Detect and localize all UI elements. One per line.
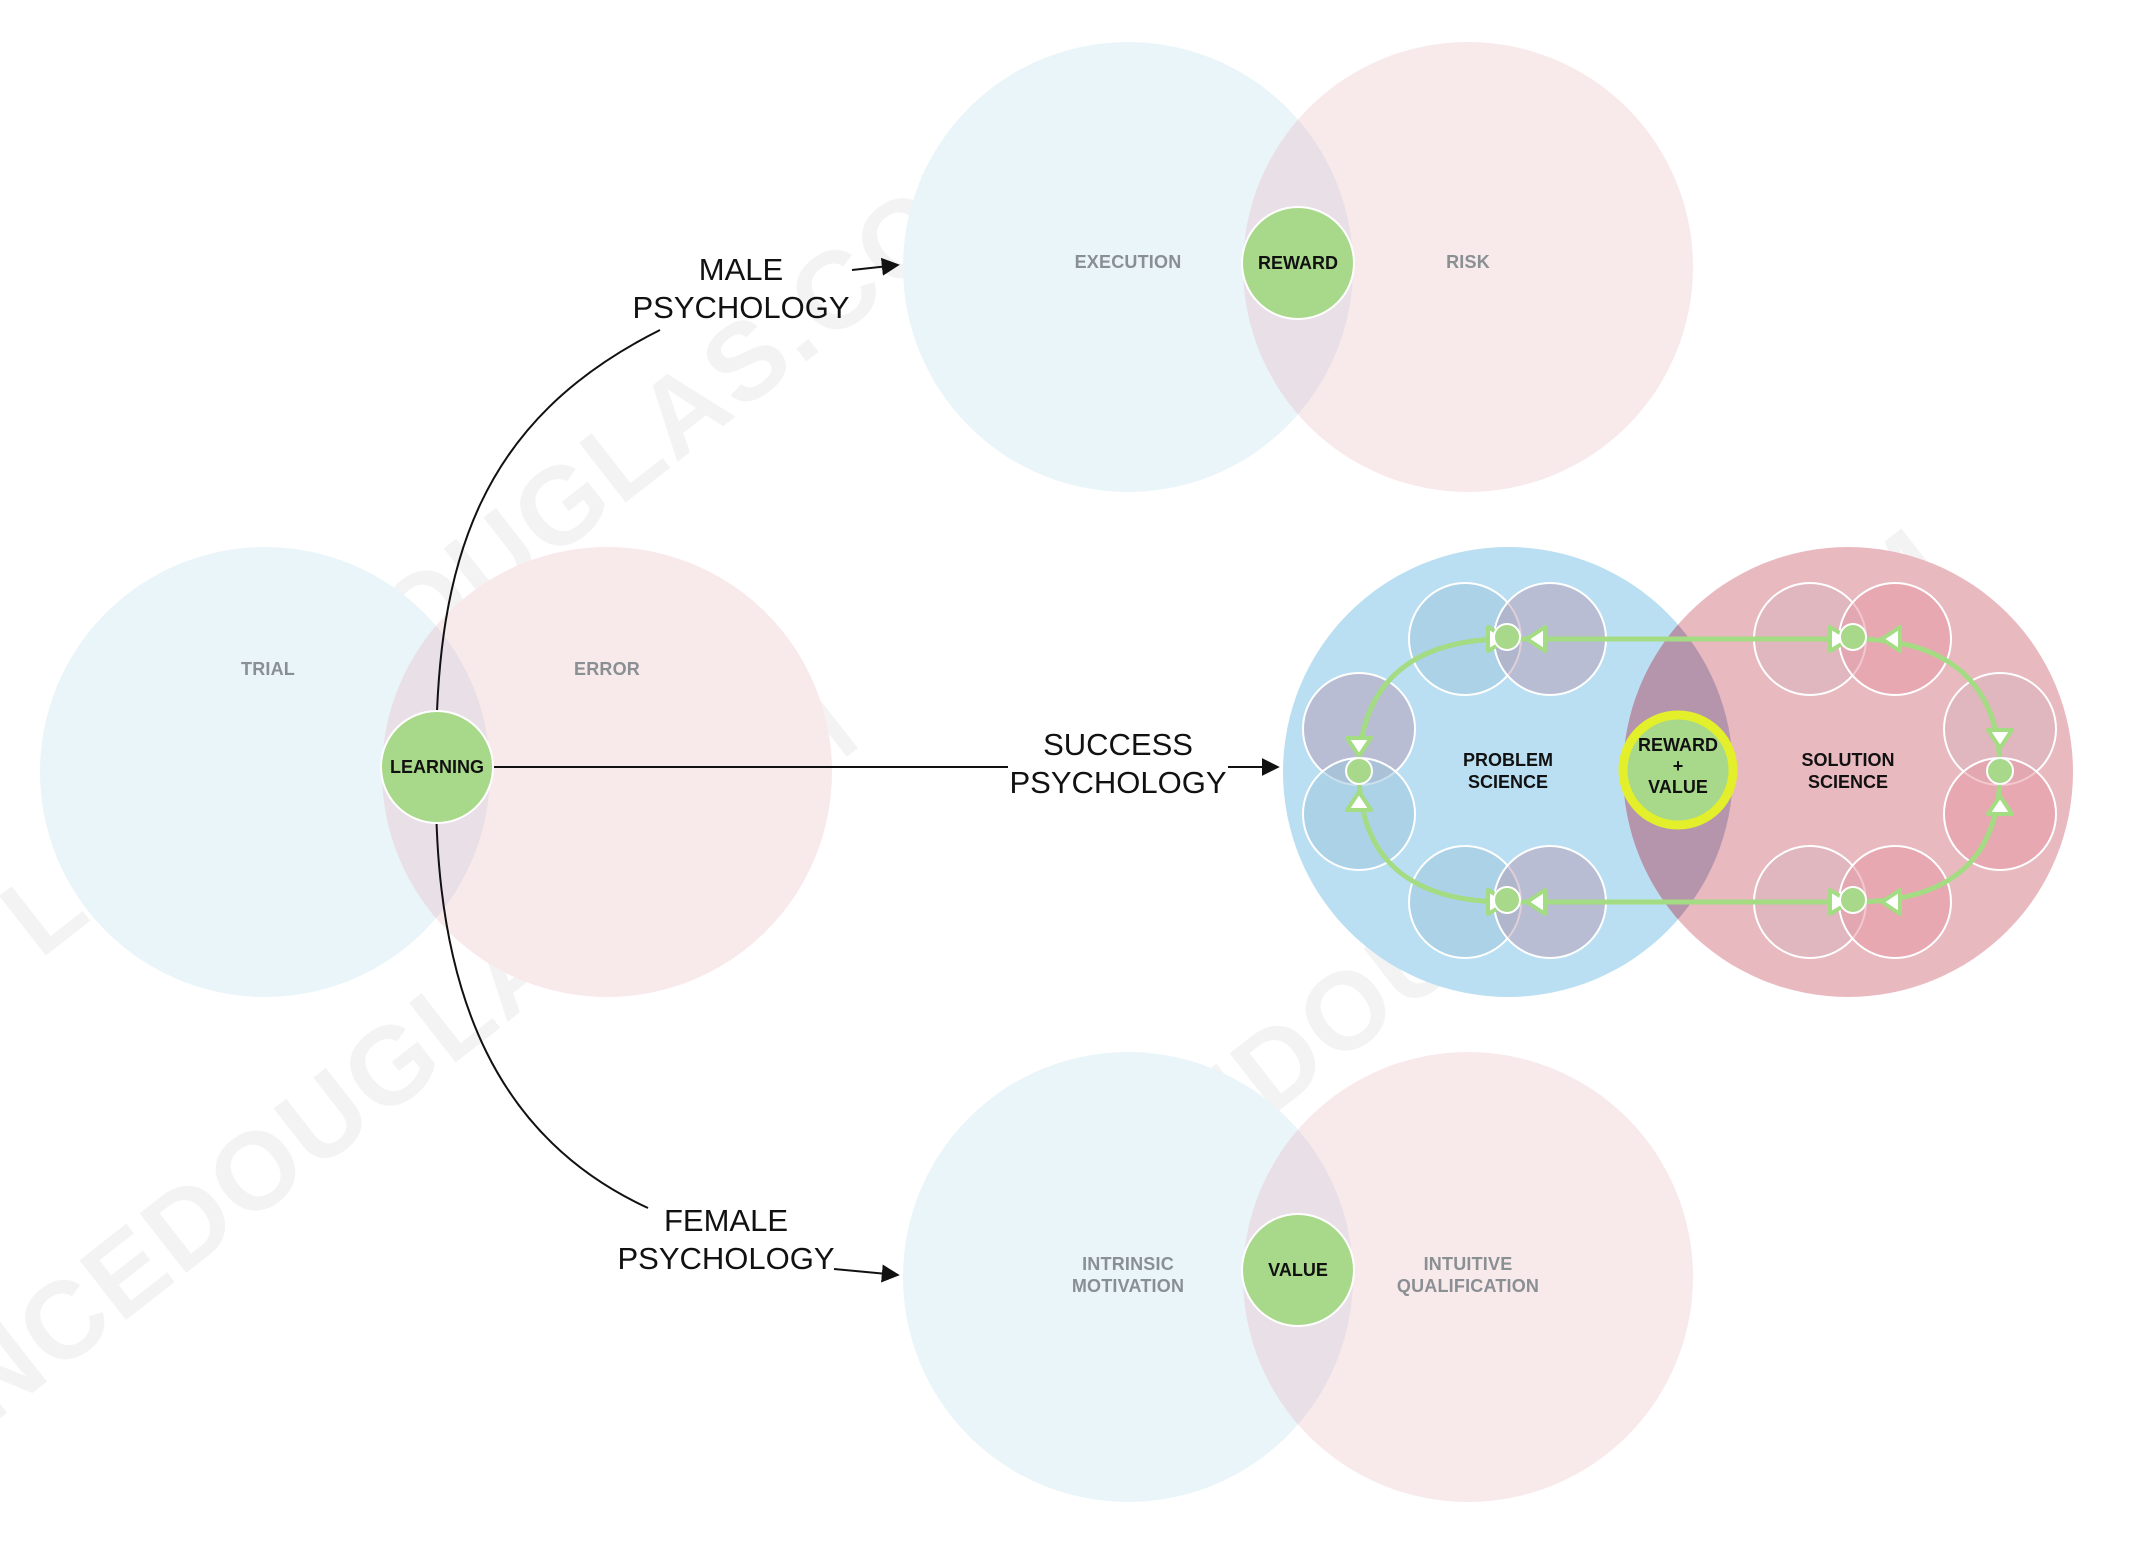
- intuitive-qualification-label-1: INTUITIVE: [1424, 1254, 1513, 1274]
- cycle-node: [1839, 623, 1867, 651]
- cycle-nodes: [1345, 623, 2014, 914]
- arrowhead-icon: [1880, 888, 1902, 916]
- execution-circle: [903, 42, 1353, 492]
- success-psychology-label-1: SUCCESS: [1043, 727, 1193, 762]
- connector-female-arrow: [833, 1264, 900, 1283]
- solution-science-label-1: SOLUTION: [1802, 750, 1895, 770]
- execution-risk-venn: EXECUTION RISK REWARD: [903, 42, 1693, 492]
- reward-value-label-2: +: [1673, 756, 1684, 776]
- problem-solution-venn: PROBLEM SCIENCE SOLUTION SCIENCE REWARD …: [1283, 547, 2073, 997]
- connector-male-arrow: [851, 257, 900, 276]
- connector-male-curve: [435, 329, 661, 761]
- arrowhead-icon: [1880, 625, 1902, 653]
- arrowhead-icon: [1986, 794, 2014, 816]
- learning-node: [380, 710, 494, 824]
- value-node-label: VALUE: [1268, 1260, 1328, 1280]
- learning-node-label: LEARNING: [390, 757, 484, 777]
- cycle-node: [1839, 886, 1867, 914]
- intrinsic-motivation-label-2: MOTIVATION: [1072, 1276, 1184, 1296]
- problem-science-circle: [1283, 547, 1733, 997]
- risk-label: RISK: [1446, 252, 1490, 272]
- problem-science-label-2: SCIENCE: [1468, 772, 1548, 792]
- problem-science-label-1: PROBLEM: [1463, 750, 1553, 770]
- solution-science-label-2: SCIENCE: [1808, 772, 1888, 792]
- arrowhead-icon: [1525, 625, 1547, 653]
- trial-error-venn: TRIAL ERROR: [40, 547, 832, 997]
- female-psychology-label-1: FEMALE: [664, 1203, 788, 1238]
- solution-science-circle: [1623, 547, 2073, 997]
- arrowhead-icon: [1986, 728, 2014, 750]
- intuitive-qualification-circle: [1243, 1052, 1693, 1502]
- cycle-node: [1493, 623, 1521, 651]
- motivation-qualification-venn: INTRINSIC MOTIVATION INTUITIVE QUALIFICA…: [903, 1052, 1693, 1502]
- intrinsic-motivation-circle: [903, 1052, 1353, 1502]
- trial-label: TRIAL: [241, 659, 295, 679]
- reward-value-node: [1618, 710, 1738, 830]
- error-circle: [382, 547, 832, 997]
- reward-node-label: REWARD: [1258, 253, 1338, 273]
- learning-node-group: LEARNING: [380, 710, 494, 824]
- execution-label: EXECUTION: [1075, 252, 1182, 272]
- reward-value-label-1: REWARD: [1638, 735, 1718, 755]
- reward-value-label-3: VALUE: [1648, 777, 1708, 797]
- connectors: [435, 257, 1280, 1283]
- connector-female-curve: [435, 789, 649, 1209]
- cycle-node: [1986, 757, 2014, 785]
- female-psychology-label-2: PSYCHOLOGY: [617, 1241, 834, 1276]
- risk-circle: [1243, 42, 1693, 492]
- error-label: ERROR: [574, 659, 640, 679]
- cycle-node: [1493, 886, 1521, 914]
- intrinsic-motivation-label-1: INTRINSIC: [1082, 1254, 1174, 1274]
- intuitive-qualification-label-2: QUALIFICATION: [1397, 1276, 1539, 1296]
- value-node: [1241, 1213, 1355, 1327]
- arrowhead-icon: [1525, 888, 1547, 916]
- branch-labels: MALE PSYCHOLOGY SUCCESS PSYCHOLOGY FEMAL…: [617, 252, 1226, 1276]
- arrowhead-icon: [1345, 790, 1373, 812]
- reward-node: [1241, 206, 1355, 320]
- trial-circle: [40, 547, 490, 997]
- success-psychology-label-2: PSYCHOLOGY: [1009, 765, 1226, 800]
- male-psychology-label-2: PSYCHOLOGY: [632, 290, 849, 325]
- male-psychology-label-1: MALE: [699, 252, 783, 287]
- arrowhead-icon: [1345, 736, 1373, 758]
- cycle-node: [1345, 757, 1373, 785]
